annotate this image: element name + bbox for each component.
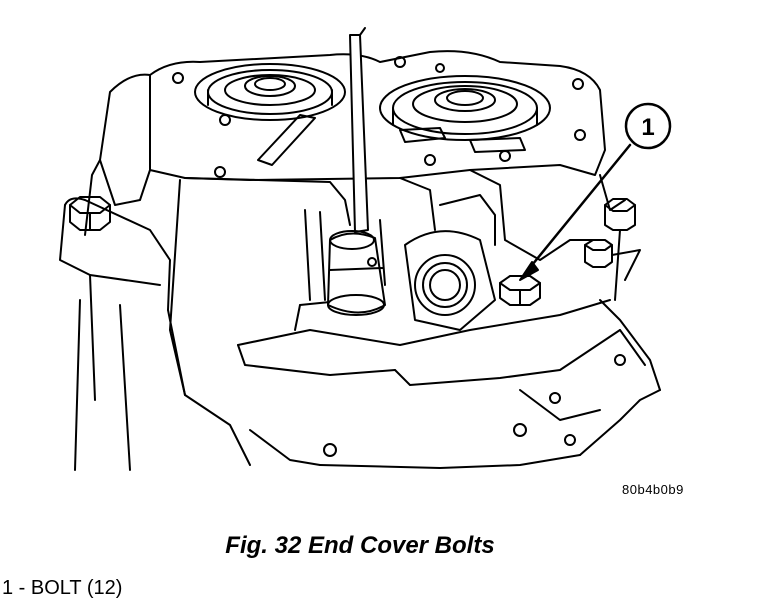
housing-front-face [169, 169, 661, 469]
right-bearing-cap [379, 75, 551, 141]
left-bearing-cap [194, 63, 346, 121]
callout-1-number: 1 [641, 114, 654, 141]
image-id: 80b4b0b9 [622, 482, 684, 497]
right-hex-bolts [584, 198, 641, 301]
lower-flange-holes [323, 354, 626, 457]
housing-top-surface [84, 50, 606, 236]
socket-wrench [327, 27, 386, 316]
left-case-flange [59, 197, 186, 471]
left-hex-bolt [69, 196, 111, 231]
callout-1: 1 [624, 102, 672, 150]
center-port [404, 194, 496, 331]
top-cover-slots [257, 114, 526, 166]
figure-caption: Fig. 32 End Cover Bolts [225, 532, 495, 559]
bolt-1 [499, 275, 541, 306]
end-cover-bolts-illustration: 1 [59, 27, 672, 471]
legend-item-1: 1 - BOLT (12) [2, 577, 123, 599]
callout-leader [519, 143, 632, 281]
